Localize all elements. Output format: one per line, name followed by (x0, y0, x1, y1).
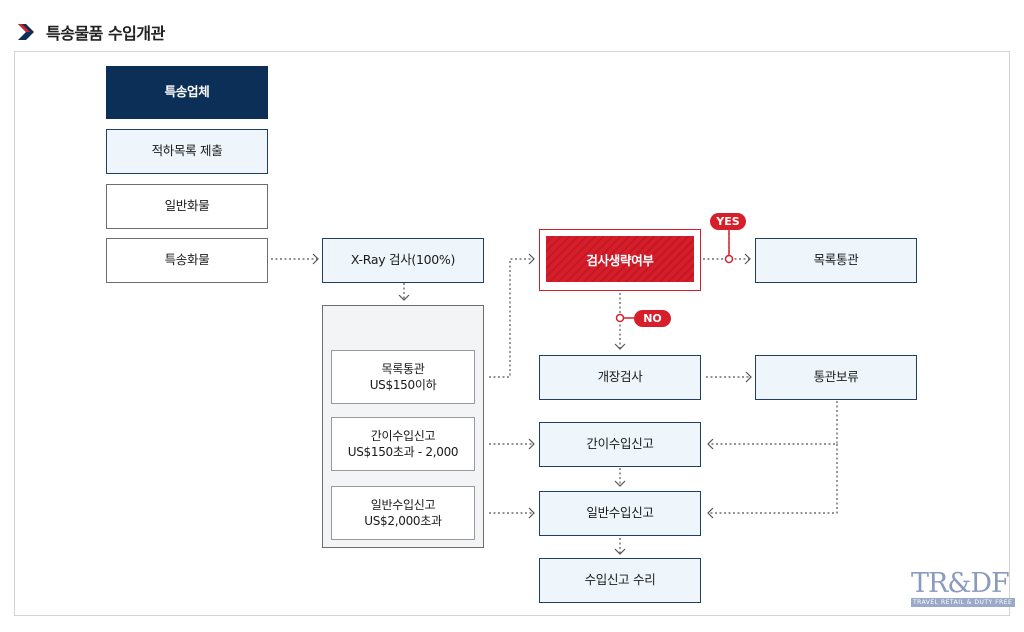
group-general-declaration-range: US$2,000초과 (364, 514, 442, 528)
group-list-clearance-box: 목록통관 US$150이하 (331, 350, 475, 404)
diagram-frame (14, 51, 1010, 616)
general-declaration-label: 일반수입신고 (586, 505, 654, 521)
arrowhead-down (614, 548, 626, 555)
opening-inspection-box: 개장검사 (539, 355, 701, 400)
express-cargo-box: 특송화물 (106, 238, 268, 283)
group-general-declaration-box: 일반수입신고 US$2,000초과 (331, 486, 475, 540)
arrowhead-right (744, 253, 751, 265)
clearance-hold-label: 통관보류 (813, 369, 859, 385)
yes-label: YES (716, 215, 740, 228)
connector-hold-to-simple (708, 401, 838, 445)
courier-box: 특송업체 (106, 66, 268, 119)
yes-badge: YES (710, 213, 746, 230)
opening-inspection-label: 개장검사 (597, 369, 643, 385)
decision-box: 검사생략여부 (546, 236, 694, 282)
no-label: NO (643, 312, 662, 325)
group-simple-declaration-title: 간이수입신고 (370, 428, 436, 443)
logo-sub-text: TRAVEL RETAIL & DUTY FREE (911, 598, 1015, 607)
arrowhead-down (398, 294, 410, 301)
arrowhead-right (745, 371, 752, 383)
connector-hold-to-general (708, 444, 838, 514)
yes-node (724, 254, 734, 264)
general-cargo-box: 일반화물 (106, 184, 268, 229)
acceptance-box: 수입신고 수리 (539, 558, 701, 603)
chevron-right-icon (18, 24, 34, 40)
trdf-logo: TR&DF TRAVEL RETAIL & DUTY FREE (911, 570, 1015, 612)
manifest-box: 적하목록 제출 (106, 129, 268, 174)
acceptance-label: 수입신고 수리 (584, 572, 656, 588)
list-clearance-box: 목록통관 (755, 238, 917, 283)
arrowhead-left (707, 507, 714, 519)
no-badge: NO (634, 310, 671, 327)
courier-label: 특송업체 (164, 84, 210, 100)
express-cargo-label: 특송화물 (164, 252, 210, 268)
general-declaration-box: 일반수입신고 (539, 491, 701, 536)
logo-main-text: TR&DF (911, 568, 1010, 599)
group-general-declaration-title: 일반수입신고 (370, 497, 436, 512)
general-cargo-label: 일반화물 (164, 198, 210, 214)
no-node (615, 313, 625, 323)
group-list-clearance-title: 목록통관 (381, 361, 425, 376)
arrowhead-right (528, 438, 535, 450)
arrowhead-left (707, 438, 714, 450)
arrowhead-right (312, 253, 319, 265)
connector-list-to-decision (489, 258, 534, 378)
arrowhead-right (528, 253, 535, 265)
list-clearance-label: 목록통관 (813, 252, 859, 268)
xray-box: X-Ray 검사(100%) (322, 238, 484, 283)
xray-label: X-Ray 검사(100%) (350, 252, 456, 268)
simple-declaration-box: 간이수입신고 (539, 422, 701, 467)
arrowhead-right (528, 507, 535, 519)
clearance-hold-box: 통관보류 (755, 355, 917, 400)
arrowhead-down (614, 343, 626, 350)
group-simple-declaration-range: US$150초과 - 2,000 (347, 445, 459, 459)
decision-label: 검사생략여부 (586, 252, 654, 268)
group-list-clearance-range: US$150이하 (369, 378, 437, 392)
simple-declaration-label: 간이수입신고 (586, 436, 654, 452)
manifest-label: 적하목록 제출 (151, 143, 223, 159)
page-title: 특송물품 수입개관 (46, 24, 165, 43)
title-row: 특송물품 수입개관 (16, 20, 165, 44)
arrowhead-down (614, 480, 626, 487)
group-simple-declaration-box: 간이수입신고 US$150초과 - 2,000 (331, 417, 475, 471)
